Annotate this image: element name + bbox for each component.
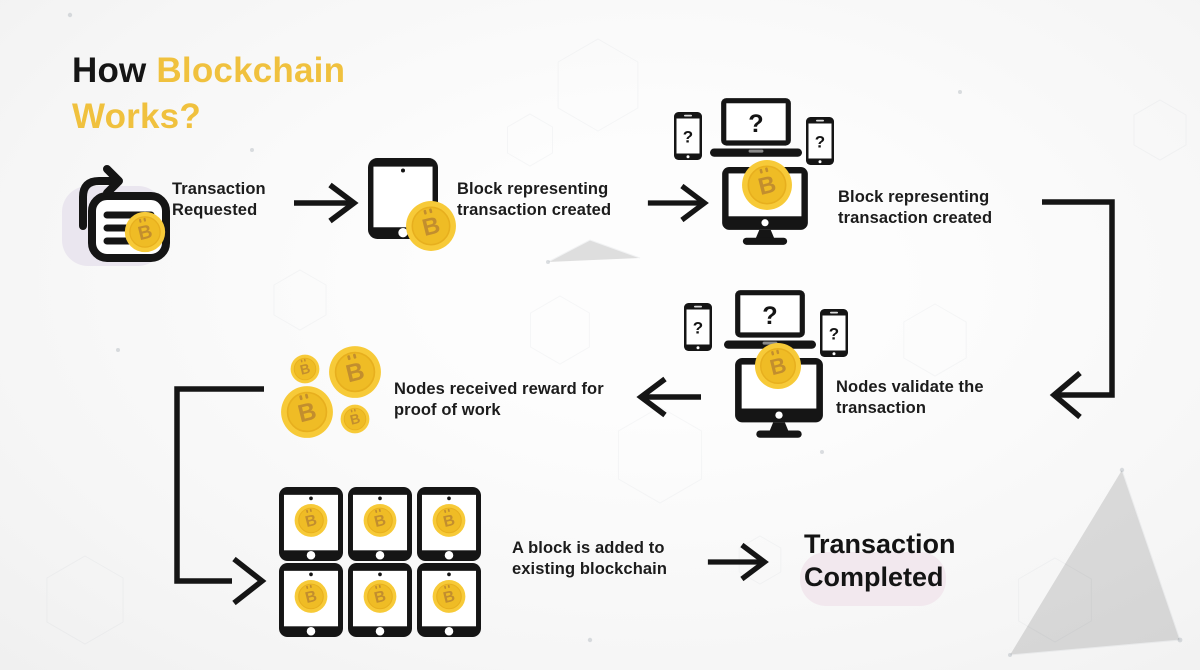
bitcoin-coin-icon bbox=[290, 354, 320, 384]
tablet-with-coin-icon bbox=[348, 487, 412, 561]
step-label-block-created-2: Block representing transaction created bbox=[838, 188, 993, 228]
smartphone-icon bbox=[684, 303, 712, 351]
title-word-how: How bbox=[72, 51, 147, 90]
smartphone-icon bbox=[806, 117, 834, 165]
title-line-1: How Blockchain bbox=[72, 48, 432, 94]
step-label-nodes-validate: Nodes validate the transaction bbox=[836, 378, 984, 418]
tablet-with-coin-icon bbox=[417, 563, 481, 637]
step-label-block-created-1: Block representing transaction created bbox=[457, 180, 612, 220]
step-label-block-added: A block is added to existing blockchain bbox=[512, 539, 668, 579]
bitcoin-coin-icon bbox=[280, 385, 334, 439]
bitcoin-coin-icon bbox=[328, 345, 382, 399]
smartphone-icon bbox=[674, 112, 702, 160]
bitcoin-coin-icon bbox=[741, 159, 793, 211]
bitcoin-coin-icon bbox=[754, 342, 802, 390]
bitcoin-coin-icon bbox=[124, 211, 166, 253]
step-label-transaction-completed: Transaction Completed bbox=[804, 529, 956, 592]
arrow-right-icon bbox=[647, 183, 709, 223]
tablet-with-coin-icon bbox=[279, 487, 343, 561]
tablet-with-coin-icon bbox=[279, 563, 343, 637]
bitcoin-coin-icon bbox=[405, 200, 457, 252]
title-word-blockchain: Blockchain bbox=[156, 51, 346, 90]
step-label-nodes-reward: Nodes received reward for proof of work bbox=[394, 380, 604, 420]
laptop-icon bbox=[710, 98, 802, 157]
step-label-transaction-requested: Transaction Requested bbox=[172, 180, 266, 220]
elbow-connector-right bbox=[1042, 199, 1115, 420]
tablet-with-coin-icon bbox=[348, 563, 412, 637]
arrow-right-icon bbox=[294, 182, 359, 224]
tablet-with-coin-icon bbox=[417, 487, 481, 561]
title-line-2: Works? bbox=[72, 96, 201, 136]
smartphone-icon bbox=[820, 309, 848, 357]
arrow-right-icon bbox=[707, 542, 769, 582]
elbow-connector-left bbox=[174, 386, 267, 606]
pink-highlight-blob bbox=[800, 552, 946, 606]
page-title: How Blockchain Works? bbox=[72, 48, 432, 139]
arrow-left-icon bbox=[636, 376, 701, 418]
bitcoin-coin-icon bbox=[340, 404, 370, 434]
